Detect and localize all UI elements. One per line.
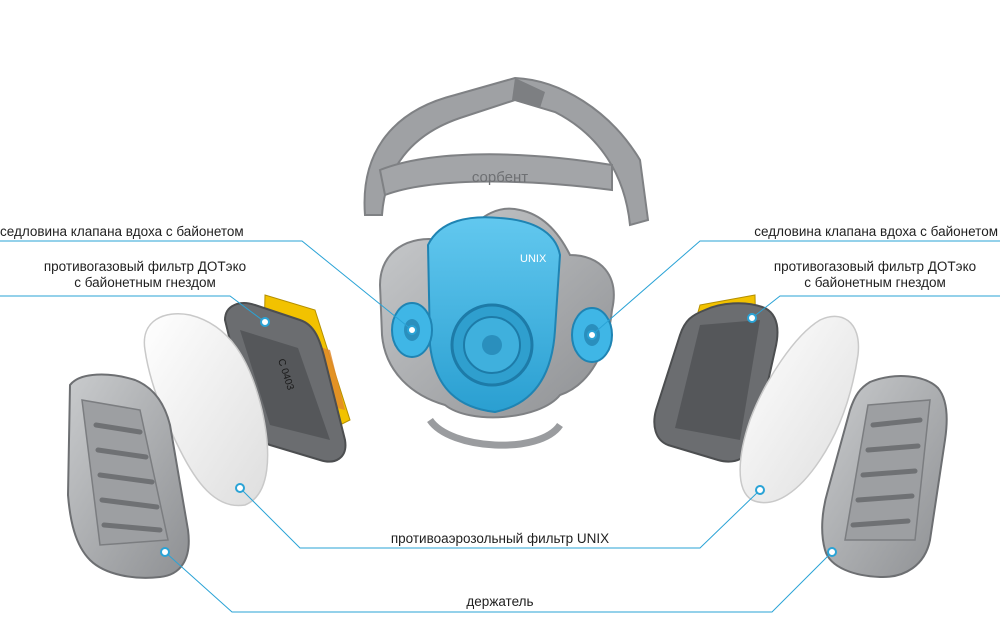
leader-holder <box>164 551 833 613</box>
label-gas-filter-right-line2: с байонетным гнездом <box>804 275 946 290</box>
strap-brand-text: сорбент <box>472 169 528 186</box>
leader-dots <box>160 313 837 557</box>
label-holder: держатель <box>466 594 534 609</box>
holder-right <box>821 375 948 579</box>
label-valve-seat-right: седловина клапана вдоха с байонетом <box>754 224 998 239</box>
label-gas-filter-left-line2: с байонетным гнездом <box>74 275 216 290</box>
leader-lines <box>0 240 1000 613</box>
leader-gas-filter-left <box>0 295 266 323</box>
leader-gas-filter-right <box>751 295 1000 319</box>
leader-valve-left <box>0 240 413 331</box>
leader-aerosol <box>239 487 761 549</box>
holder-left <box>66 373 190 579</box>
leader-valve-right <box>591 240 1000 336</box>
aerosol-filter-pad-right <box>739 315 860 504</box>
label-valve-seat-left: седловина клапана вдоха с байонетом <box>0 224 244 239</box>
half-mask: UNIX <box>378 207 615 449</box>
label-aerosol-filter: противоаэрозольный фильтр UNIX <box>390 531 610 546</box>
mask-brand-text: UNIX <box>520 253 547 265</box>
aerosol-filter-pad-left <box>143 313 269 507</box>
gas-filter-right <box>653 294 779 463</box>
head-strap: сорбент <box>363 76 650 227</box>
label-gas-filter-left-line1: противогазовый фильтр ДОТэко <box>43 259 247 274</box>
label-gas-filter-right-line1: противогазовый фильтр ДОТэко <box>773 259 977 274</box>
